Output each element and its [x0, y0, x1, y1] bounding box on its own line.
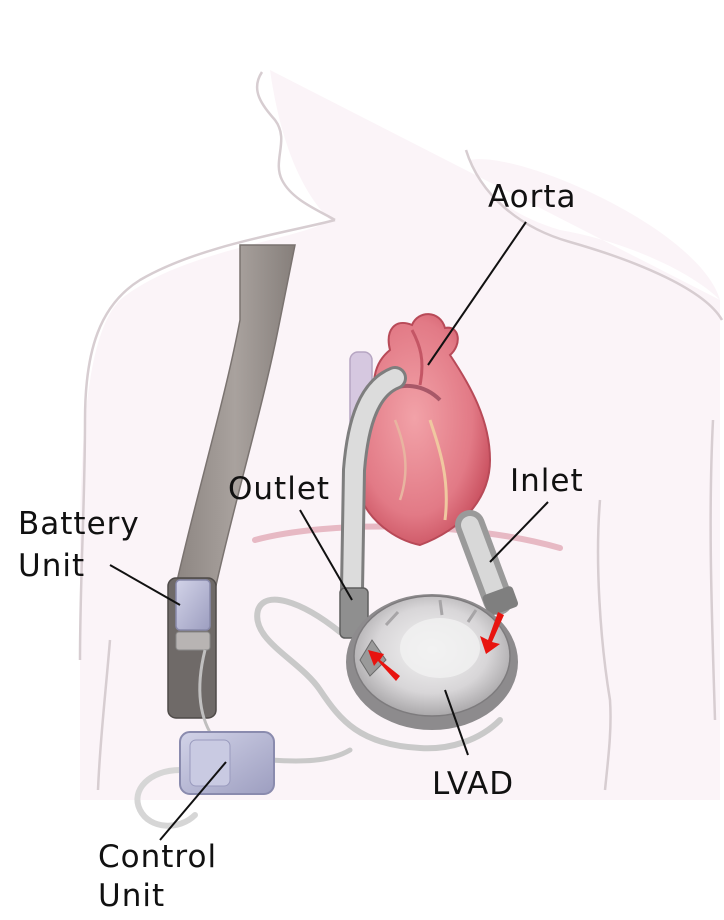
battery-clip: [176, 632, 210, 650]
label-control-line2: Unit: [98, 877, 165, 915]
label-aorta: Aorta: [488, 178, 577, 216]
pump-highlight: [400, 618, 480, 678]
label-outlet: Outlet: [228, 470, 330, 508]
label-inlet: Inlet: [510, 462, 584, 500]
battery-pack: [176, 580, 210, 630]
control-unit: [180, 732, 274, 794]
label-lvad: LVAD: [432, 765, 514, 803]
label-battery-line2: Unit: [18, 547, 85, 585]
lvad-pump: [346, 594, 518, 730]
label-battery-line1: Battery: [18, 505, 140, 543]
battery-unit: [168, 578, 216, 718]
label-control-line1: Control: [98, 838, 217, 876]
